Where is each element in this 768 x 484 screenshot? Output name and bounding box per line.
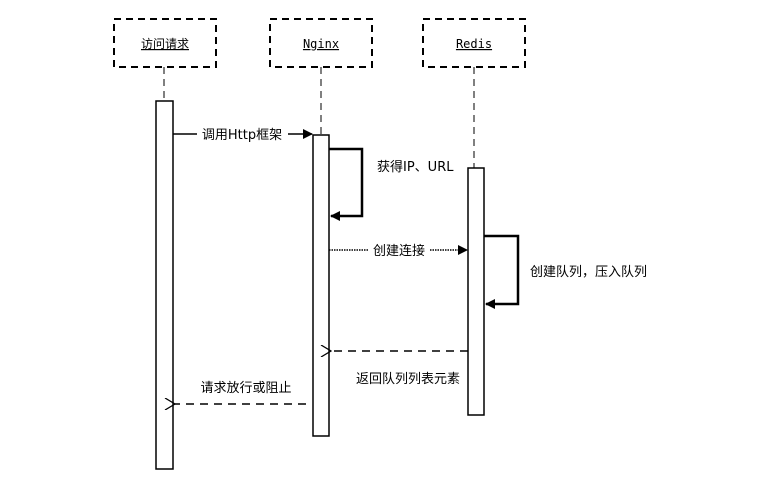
message-return-queue-list: 返回队列列表元素: [331, 351, 468, 387]
participant-client: 访问请求: [113, 18, 217, 68]
participant-nginx-label: Nginx: [303, 37, 339, 51]
message-label: 返回队列列表元素: [356, 372, 460, 387]
message-label: 请求放行或阻止: [200, 381, 291, 396]
message-label: 获得IP、URL: [377, 159, 454, 175]
participant-nginx: Nginx: [269, 18, 373, 68]
message-label: 调用Http框架: [202, 128, 282, 143]
activation-redis: [467, 167, 485, 416]
participant-client-label: 访问请求: [141, 37, 189, 51]
participant-redis: Redis: [422, 18, 526, 68]
activation-client: [155, 100, 174, 470]
message-label: 创建连接: [373, 243, 425, 259]
message-allow-or-block: 请求放行或阻止: [175, 381, 306, 404]
message-get-ip-url: 获得IP、URL: [329, 147, 454, 221]
activation-nginx: [312, 134, 330, 437]
message-create-connection: 创建连接: [329, 243, 468, 259]
message-label: 创建队列，压入队列: [530, 265, 647, 280]
participant-redis-label: Redis: [456, 37, 492, 51]
message-call-http: 调用Http框架: [173, 128, 313, 143]
message-create-queue: 创建队列，压入队列: [484, 234, 647, 309]
